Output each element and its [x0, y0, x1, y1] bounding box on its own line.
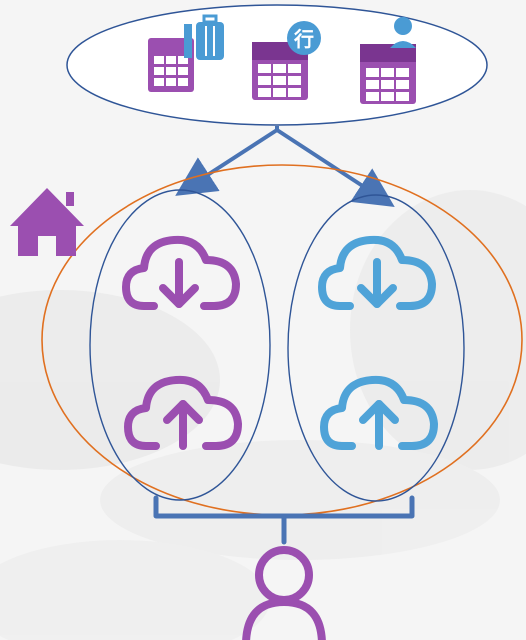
- calendar-travel-icon: 行: [252, 21, 321, 100]
- home-icon: [10, 188, 84, 256]
- cloud-upload-icon: [320, 375, 438, 450]
- badge-text: 行: [293, 27, 314, 51]
- cloud-download-icon: [318, 235, 436, 310]
- right-column-border: [287, 194, 465, 502]
- top-group: 行: [66, 4, 488, 126]
- calendar-person-icon: [360, 17, 416, 104]
- bracket: [153, 495, 415, 545]
- user-icon: [242, 546, 326, 640]
- connector-left-arrow: [175, 128, 279, 196]
- background-shapes: [0, 190, 526, 640]
- connector-arrows: [175, 126, 395, 207]
- calendar-luggage-icon: [148, 14, 224, 92]
- cloud-download-icon: [122, 235, 240, 310]
- connector-right-arrow: [275, 128, 395, 207]
- cloud-upload-icon: [124, 375, 242, 450]
- left-column-border: [89, 189, 271, 501]
